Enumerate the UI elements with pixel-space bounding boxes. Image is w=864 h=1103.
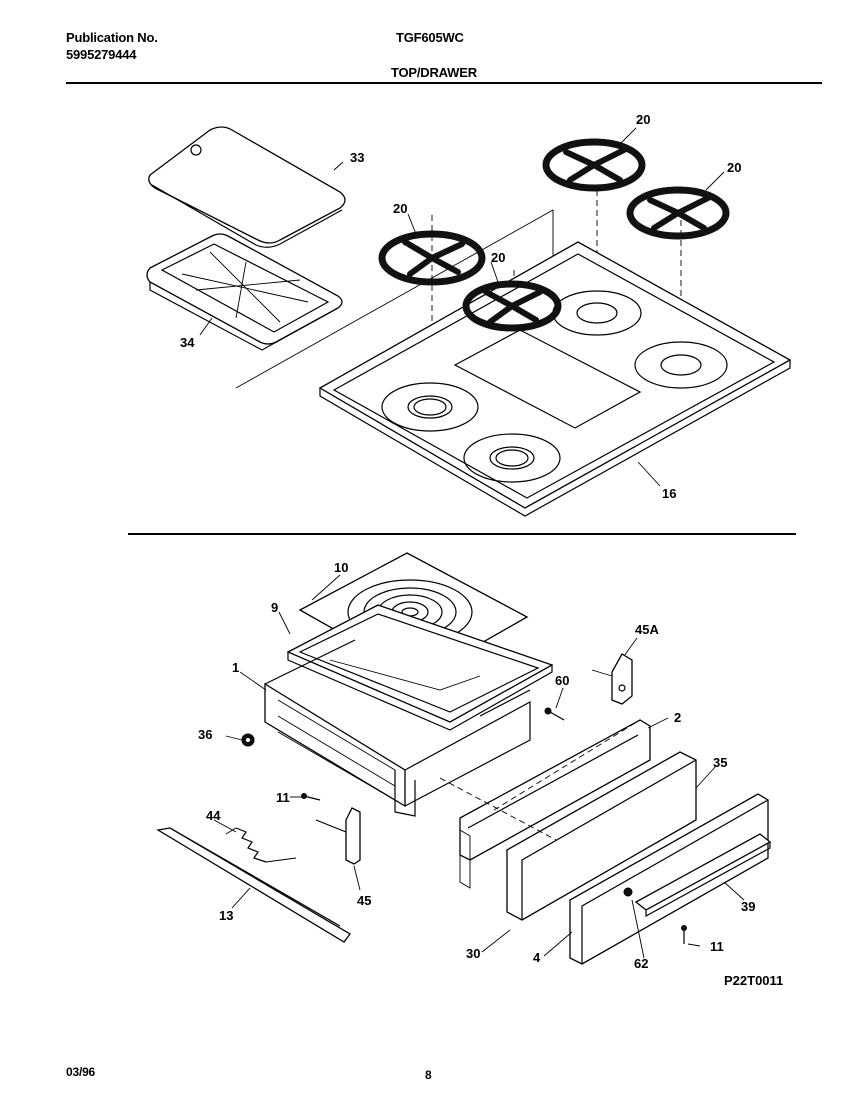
label-10: 10 [334, 560, 348, 575]
part-screw-11-right [681, 925, 687, 944]
publication-number: 5995279444 [66, 47, 137, 62]
grate-20-center [462, 280, 562, 332]
label-44: 44 [206, 808, 221, 823]
part-drawer-body-1 [264, 639, 531, 817]
label-9: 9 [271, 600, 278, 615]
footer-date: 03/96 [66, 1065, 96, 1079]
part-nut-62 [623, 887, 633, 897]
part-slide-13 [156, 827, 351, 943]
part-screw-11-left [301, 793, 321, 801]
part-pan-9 [286, 604, 554, 731]
part-nut-36 [241, 733, 255, 747]
part-panel-35 [506, 751, 697, 921]
grate-20-back-right [542, 138, 646, 192]
label-11-b: 11 [710, 939, 724, 954]
part-spring-44 [225, 827, 297, 863]
label-20-d: 20 [727, 160, 741, 175]
label-45a: 45A [635, 622, 659, 637]
part-handle-39 [634, 833, 772, 918]
grate-20-right [626, 186, 730, 240]
label-20-a: 20 [393, 201, 407, 216]
label-39: 39 [741, 899, 755, 914]
label-16: 16 [662, 486, 676, 501]
label-36: 36 [198, 727, 212, 742]
part-drawer-front-4 [569, 793, 769, 965]
footer-page-number: 8 [425, 1068, 432, 1082]
header-rule [66, 82, 822, 84]
part-bracket-45 [315, 807, 361, 865]
label-33: 33 [350, 150, 364, 165]
label-34: 34 [180, 335, 195, 350]
model-number: TGF605WC [396, 30, 464, 45]
section-title: TOP/DRAWER [391, 65, 477, 80]
label-35: 35 [713, 755, 727, 770]
part-cover-33 [148, 126, 346, 248]
grate-20-left [378, 230, 486, 286]
label-4: 4 [533, 950, 541, 965]
label-60: 60 [555, 673, 569, 688]
label-30: 30 [466, 946, 480, 961]
label-2: 2 [674, 710, 681, 725]
diagram-code: P22T0011 [724, 973, 783, 988]
part-bracket-45a [591, 653, 633, 705]
part-griddle-34 [146, 233, 343, 351]
label-11-a: 11 [276, 790, 290, 805]
label-1: 1 [232, 660, 239, 675]
label-13: 13 [219, 908, 233, 923]
publication-label: Publication No. [66, 30, 158, 45]
label-20-b: 20 [491, 250, 505, 265]
section-divider [128, 533, 796, 535]
label-20-c: 20 [636, 112, 650, 127]
part-cooktop-16 [318, 241, 792, 517]
part-screw-60 [544, 707, 565, 721]
label-45: 45 [357, 893, 371, 908]
label-62: 62 [634, 956, 648, 971]
